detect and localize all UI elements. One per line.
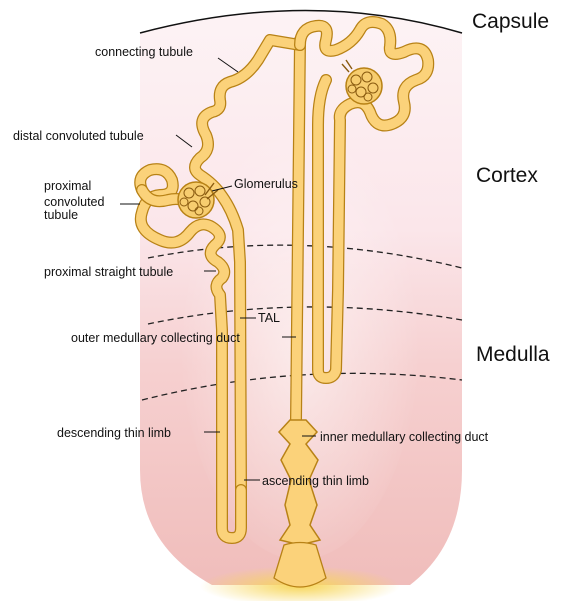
region-medulla: Medulla [476,343,550,366]
label-distal-convoluted-tubule: distal convoluted tubule [13,129,144,143]
label-glomerulus: Glomerulus [234,177,298,191]
label-inner-medullary-collecting-duct: inner medullary collecting duct [320,430,489,444]
label-descending-thin-limb: descending thin limb [57,426,171,440]
label-proximal-convoluted-2: convoluted [44,195,105,209]
label-connecting-tubule: connecting tubule [95,45,193,59]
label-tal: TAL [258,311,280,325]
label-proximal-straight-tubule: proximal straight tubule [44,265,173,279]
label-ascending-thin-limb: ascending thin limb [262,474,369,488]
label-proximal-convoluted-1: proximal [44,179,91,193]
label-proximal-convoluted-3: tubule [44,208,78,222]
region-cortex: Cortex [476,164,538,187]
label-outer-medullary-collecting-duct: outer medullary collecting duct [71,331,240,345]
region-capsule: Capsule [472,10,549,33]
